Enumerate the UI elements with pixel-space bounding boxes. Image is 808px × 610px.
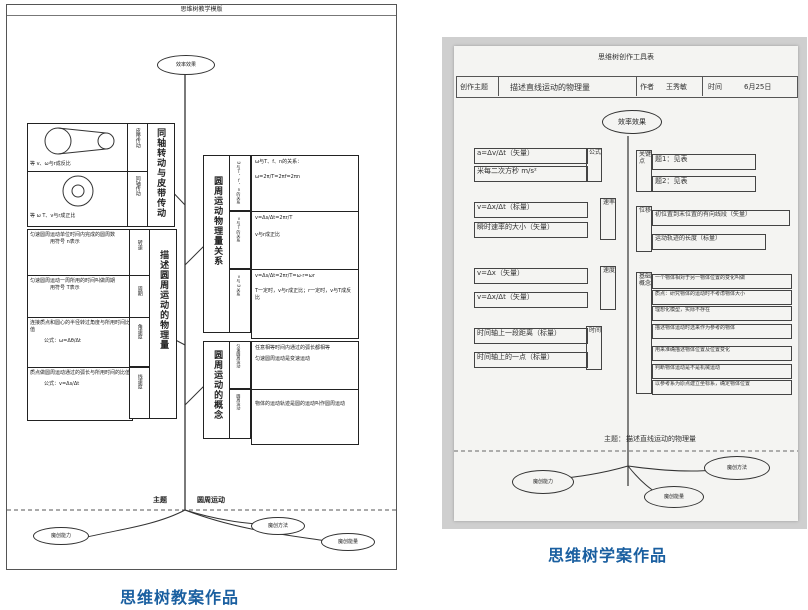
right-root-energy: 魔创能量 — [644, 486, 704, 508]
right-item-2-line-3: 描述物体运动时选来作为参考的物体 — [652, 324, 792, 339]
tongzhou-label-box: 同轴传动 — [127, 171, 149, 227]
pidai-label-box: 皮带传动 — [127, 123, 149, 173]
guanxi-box-1: ω与T、f、n的关系： ω=2π/T=2πf=2πn — [251, 155, 359, 217]
right-root-method: 魔创方法 — [704, 456, 770, 480]
jiaosudu-label-box: 角速度 — [129, 317, 151, 367]
pulley-diagram — [44, 127, 115, 155]
right-item-2-line-2: 理想化模型，实际不存在 — [652, 306, 792, 321]
time-value: 6月25日 — [744, 83, 772, 91]
zhuansu-label-box: 转速 — [129, 229, 151, 277]
goal-ellipse: 效率效果 — [157, 55, 215, 75]
info-row — [456, 76, 798, 98]
right-item-2-label: 基础概念 — [636, 272, 652, 394]
xiansudu-box: 质点做圆周运动通过的弧长与所用时间的比值 公式：v=Δs/Δt — [27, 367, 133, 421]
right-item-2-line-1: 质点：研究物体的运动时不考虑物体大小 — [652, 290, 792, 305]
miaoshu-title-box: 描述圆周运动的物理量 — [149, 229, 177, 419]
tongzhou-text: 等 ω T、v与r成正比 — [30, 212, 76, 219]
gainian-title-box: 圆周运动的概念 — [203, 341, 231, 439]
jiaosudu-box: 连接质点和圆心的半径转过角度与所用时间比值 公式：ω=Δθ/Δt — [27, 317, 133, 369]
author-value: 王秀敏 — [666, 83, 687, 91]
left-item-2-line-1: v=Δx/Δt（矢量） — [474, 292, 588, 308]
left-item-3-label: 时间 — [586, 326, 602, 370]
guanxi-label-1: ω与T、f、n的关系 — [229, 155, 251, 211]
left-item-1-line-1: 瞬时速率的大小（矢量） — [474, 222, 588, 238]
time-label: 时间 — [708, 83, 722, 91]
guanxi-box-3: v=Δs/Δt=2πr/T=ω·r=ωr T一定时，v与r成正比；r一定时，v与… — [251, 269, 359, 339]
theme-value-top: 描述直线运动的物理量 — [510, 83, 590, 92]
right-goal-ellipse: 效率效果 — [602, 110, 662, 134]
theme-label: 主题 — [153, 496, 167, 504]
author-label: 作者 — [640, 83, 654, 91]
teaching-template-sheet: 思维树教学模版 效率效果 等 v、ω与r成反比 皮带传动 等 ω T、v与r成正… — [6, 4, 397, 570]
left-item-2-line-0: v=Δx（矢量） — [474, 268, 588, 284]
left-item-0-line-0: a=Δv/Δt（矢量） — [474, 148, 588, 164]
left-item-3-line-1: 时间轴上的一点（标量） — [474, 352, 588, 368]
right-item-2-line-0: 一个物体相对于另一物体位置的变化叫做 — [652, 274, 792, 289]
left-item-0-line-1: 米每二次方秒 m/s² — [474, 166, 588, 182]
xiansudu-label-box: 线速度 — [129, 367, 151, 419]
learning-sheet-paper: 思维树创作工具表 创作主题 描述直线运动的物理量 作者 王秀敏 时间 6月25日… — [454, 46, 798, 521]
zhuansu-box: 匀速圆周运动单位时间内完成的圆周数 用符号 n表示 — [27, 229, 133, 277]
theme-value: 圆周运动 — [197, 496, 225, 504]
right-item-1-line-0: 初位置到末位置的有向线段（矢量） — [652, 210, 790, 226]
theme-label-top: 创作主题 — [460, 83, 488, 91]
left-item-1-line-0: v=Δx/Δt（标量） — [474, 202, 588, 218]
coaxial-diagram — [62, 175, 94, 207]
zhouqi-box: 匀速圆周运动一周所用的时间叫做周期 用符号 T表示 — [27, 275, 133, 321]
left-item-1-label: 速率 — [600, 198, 616, 240]
root-ability: 魔创能力 — [33, 527, 89, 545]
right-item-0-line-0: 题1：见表 — [652, 154, 756, 170]
left-item-2-label: 速度 — [600, 266, 616, 310]
right-item-2-line-5: 判断物体运动是不是机械运动 — [652, 364, 792, 379]
pidai-text: 等 v、ω与r成反比 — [30, 160, 71, 167]
guanxi-label-3: v与ω关系 — [229, 269, 251, 333]
gainian-label-1: 匀速圆周运动 — [229, 341, 251, 389]
left-item-0-label: 公式 — [586, 148, 602, 182]
zhouqi-label-box: 周期 — [129, 275, 151, 319]
right-item-0-label: 关键点 — [636, 150, 652, 192]
gainian-box-1: 任意相等时间内通过的弧长都相等 匀速圆周运动是变速运动 — [251, 341, 359, 395]
left-caption: 思维树教案作品 — [120, 588, 240, 607]
guanxi-box-2: v=Δs/Δt=2πr/T v与r成正比 — [251, 211, 359, 275]
root-method: 魔创方法 — [251, 517, 305, 535]
right-root-ability: 魔创能力 — [512, 470, 574, 494]
right-theme-label: 主题： — [604, 435, 625, 443]
tongzhou-title-box: 同轴转动与皮带传动 — [147, 123, 175, 227]
right-sheet-header: 思维树创作工具表 — [598, 53, 654, 61]
right-item-1-line-1: 运动轨迹的长度（标量） — [652, 234, 766, 250]
tongzhou-diagram-box: 等 ω T、v与r成正比 — [27, 171, 129, 227]
right-theme-value: 描述直线运动的物理量 — [626, 435, 696, 443]
left-item-3-line-0: 时间轴上一段距离（标量） — [474, 328, 588, 344]
right-item-1-label: 位移 — [636, 206, 652, 252]
sheet-header: 思维树教学模版 — [7, 5, 396, 16]
root-energy: 魔创能量 — [321, 533, 375, 551]
right-item-0-line-1: 题2：见表 — [652, 176, 756, 192]
guanxi-title-box: 圆周运动物理量关系 — [203, 155, 231, 333]
right-item-2-line-4: 用来准确描述物体位置及位置变化 — [652, 346, 792, 361]
right-item-2-line-6: 以参考系为原点建立坐标系，确定物体位置 — [652, 380, 792, 395]
gainian-box-2: 物体的运动轨迹是圆的运动叫作圆周运动 — [251, 389, 359, 445]
gainian-label-2: 圆周运动 — [229, 389, 251, 439]
right-caption: 思维树学案作品 — [548, 546, 668, 565]
guanxi-label-2: v与T的关系 — [229, 211, 251, 269]
pidai-diagram-box: 等 v、ω与r成反比 — [27, 123, 129, 173]
